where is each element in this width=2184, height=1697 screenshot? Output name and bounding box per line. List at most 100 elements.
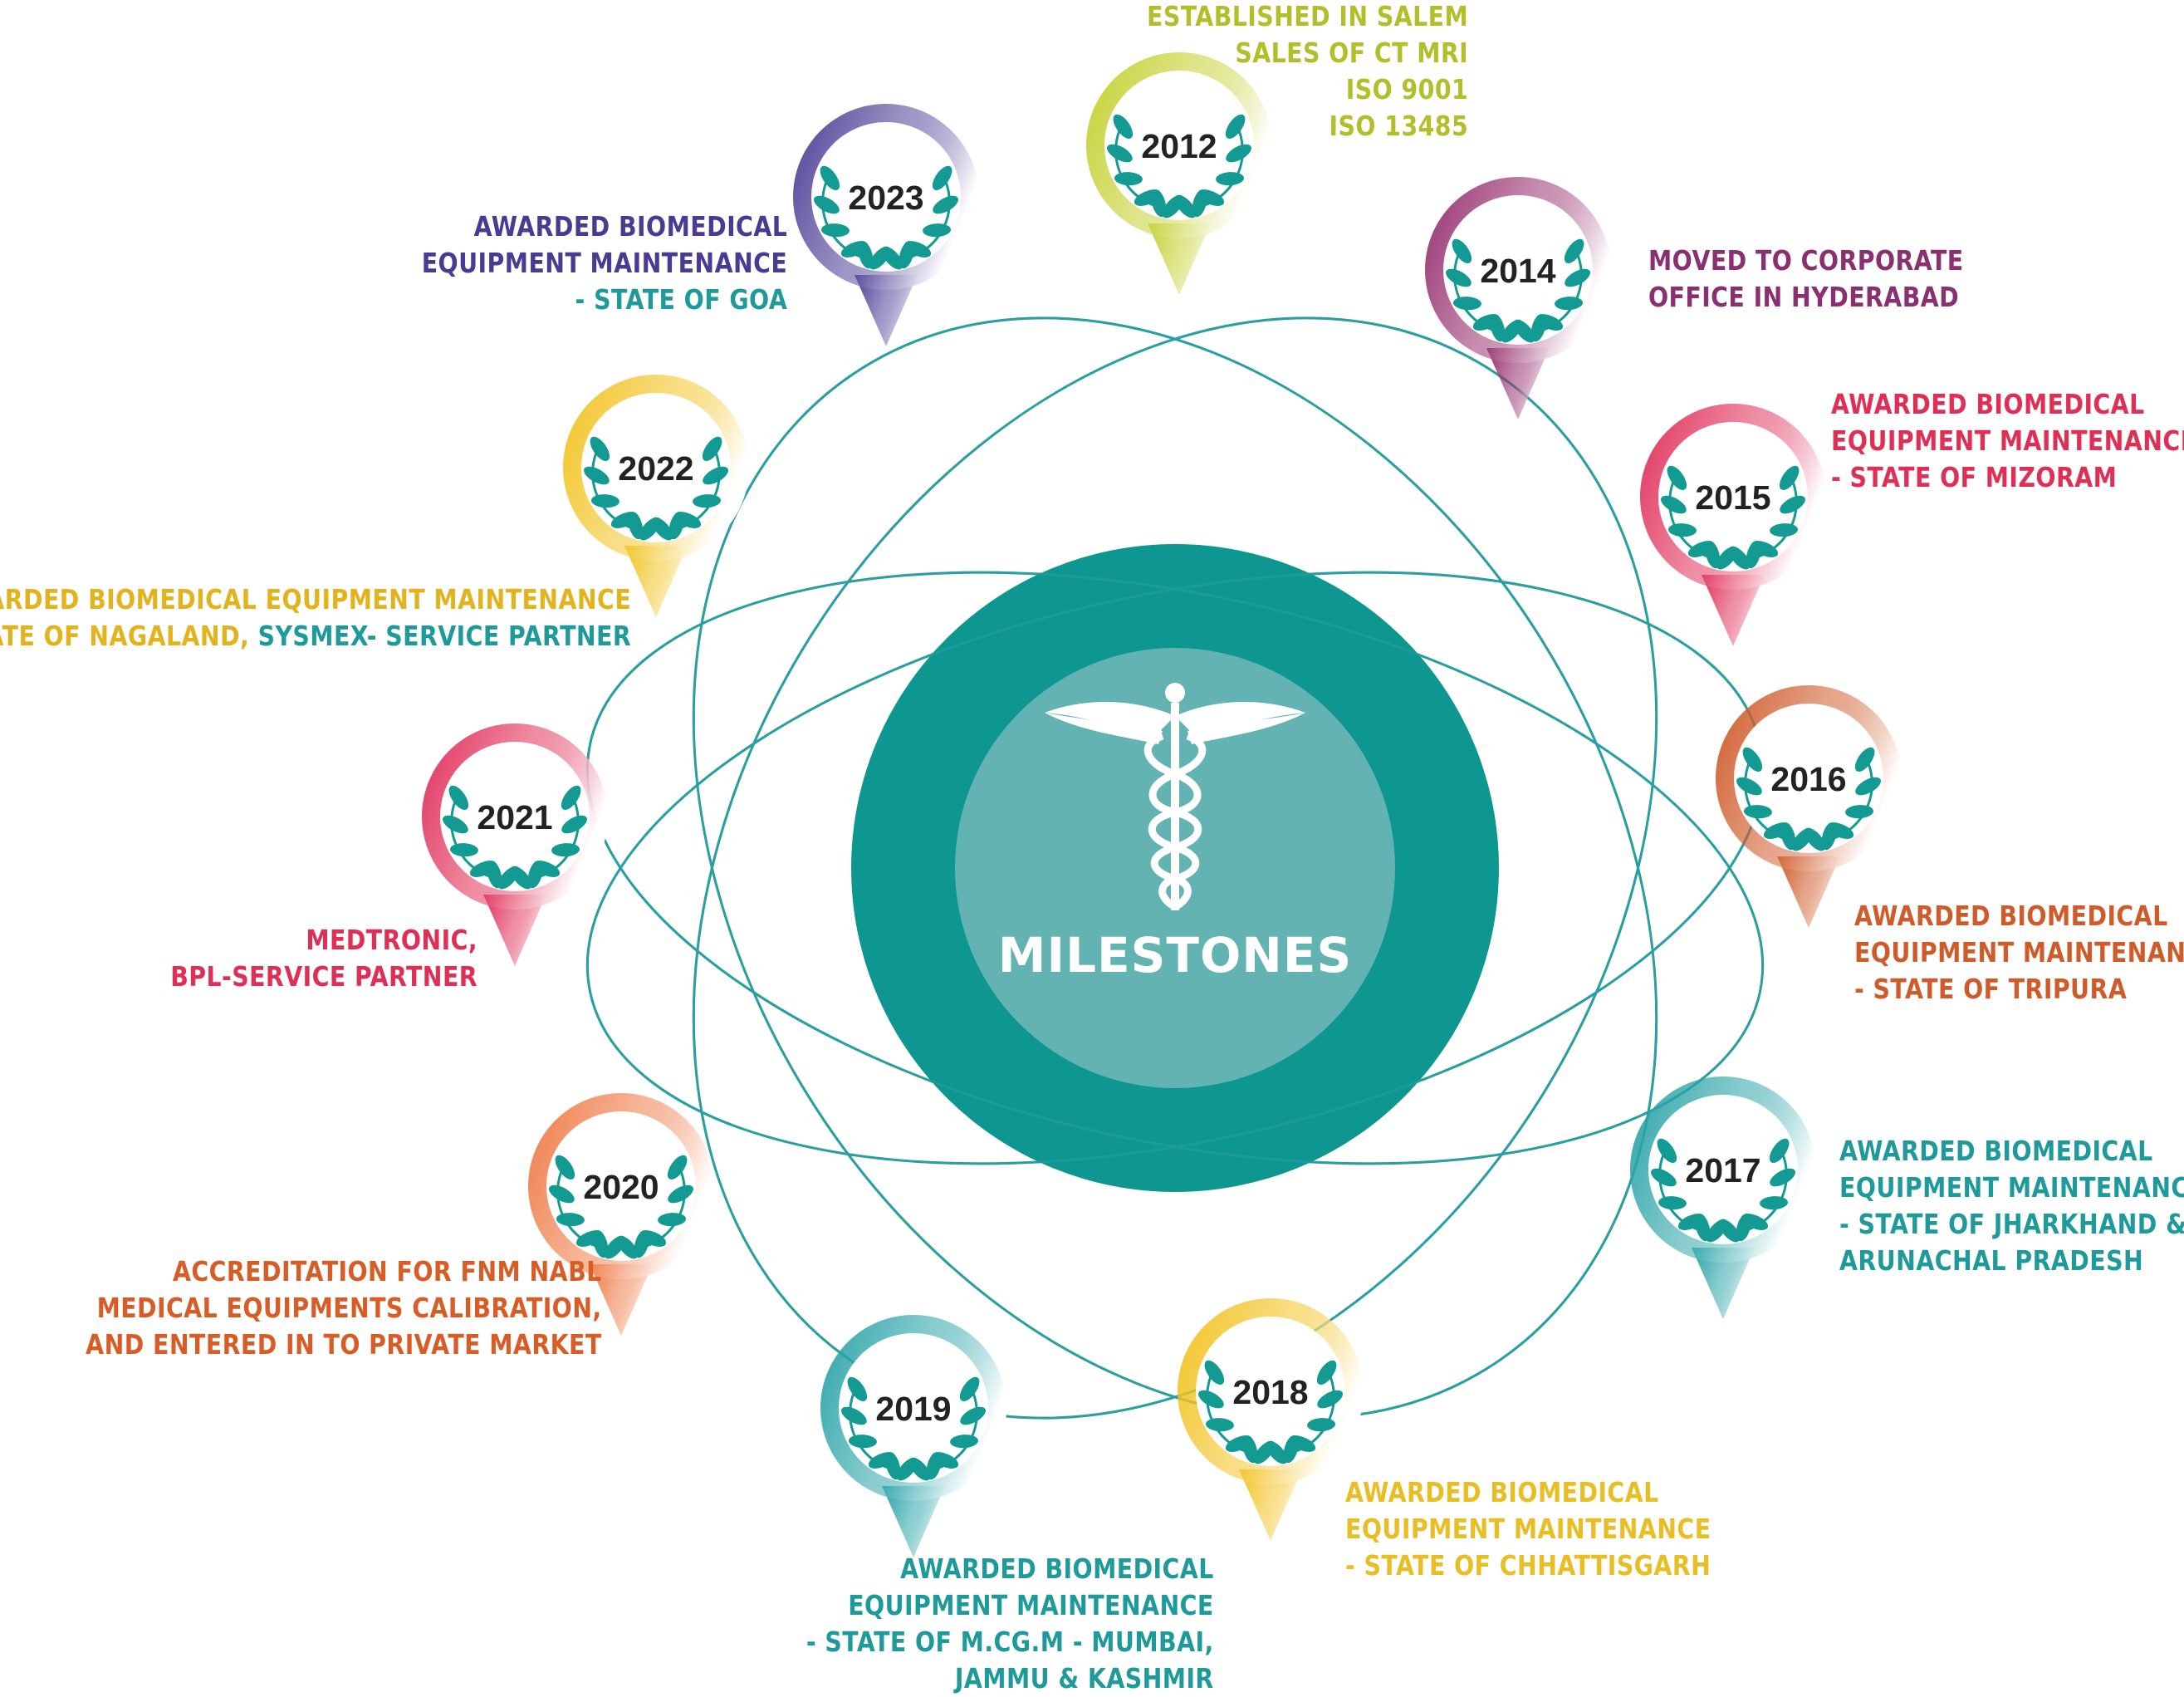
milestone-label-line: EQUIPMENT MAINTENANCE [1854,936,2184,969]
laurel-leaf [1513,319,1535,343]
pin-face [1658,422,1808,571]
milestone-label-line: ARUNACHAL PRADESH [1839,1244,2144,1277]
milestone-label-line: ISO 9001 [1345,73,1468,105]
laurel-leaf [1564,238,1584,264]
laurel-leaf [1113,114,1134,140]
laurel-leaf [561,815,587,834]
laurel-leaf [1266,1440,1288,1464]
laurel-leaf [533,861,561,877]
milestone-label-2022: AWARDED BIOMEDICAL EQUIPMENT MAINTENANCE… [0,581,631,655]
laurel-leaf [1705,541,1721,569]
milestone-label-line: OFFICE IN HYDERABAD [1648,281,1960,313]
milestone-pin-2017: 2017 [1630,1077,1816,1319]
milestone-label-line: SALES OF CT MRI [1235,37,1468,69]
laurel-stem [632,1170,686,1251]
laurel-leaf [443,815,468,834]
milestone-label-line: EQUIPMENT MAINTENANCE [421,247,787,279]
laurel-leaf [1204,1360,1225,1386]
pin-tail [1486,348,1550,419]
pin-tail [624,546,688,617]
laurel-leaf [1804,827,1826,851]
milestone-label-line: - STATE OF MIZORAM [1831,461,2118,493]
milestone-label-line: AWARDED BIOMEDICAL [1345,1476,1659,1508]
pin-face [811,122,961,272]
pin-face [1104,71,1254,220]
milestone-label-line: - STATE OF NAGALAND, SYSMEX- SERVICE PAR… [0,618,631,655]
laurel-leaf [1226,144,1251,163]
laurel-leaf [1695,1214,1711,1242]
pin-face [1196,1317,1345,1466]
laurel-stem [1529,254,1583,335]
milestone-label-line: AND ENTERED IN TO PRIVATE MARKET [86,1328,602,1361]
pin-face [1648,1095,1798,1244]
pin-face [440,742,590,891]
laurel-stem [667,452,721,532]
laurel-leaf [510,866,532,890]
milestone-year: 2020 [583,1168,659,1206]
laurel-stem [526,801,580,881]
milestone-label-line: MOVED TO CORPORATE [1648,244,1964,277]
pin-tail [882,1486,945,1557]
laurel-leaf [1728,546,1751,570]
laurel-leaf [561,785,581,811]
laurel-leaf [448,785,469,811]
milestone-year: 2012 [1141,127,1217,165]
laurel-leaf [1657,1138,1677,1164]
laurel-leaf [1718,1219,1741,1243]
laurel-leaf [1751,541,1779,557]
pin-face [1734,704,1883,853]
milestone-label-line: - STATE OF GOA [575,283,787,316]
caduceus-icon [1045,683,1305,910]
laurel-leaf [960,1406,986,1425]
laurel-leaf [814,195,840,214]
laurel-leaf [674,512,702,528]
laurel-stem [1658,1154,1712,1234]
laurel-stem [1114,130,1168,210]
laurel-leaf [820,165,840,191]
laurel-leaf [841,1406,867,1425]
laurel-leaf [847,1376,868,1402]
laurel-leaf [651,517,673,541]
laurel-leaf [959,1376,980,1402]
milestone-year: 2014 [1480,252,1555,290]
laurel-leaf [1565,268,1590,287]
laurel-leaf [703,466,728,485]
milestone-year: 2019 [875,1390,951,1428]
center-title: MILESTONES [998,927,1352,983]
laurel-leaf [1651,1168,1677,1187]
laurel-stem [1819,763,1873,843]
milestone-year: 2023 [848,179,923,217]
laurel-leaf [932,1452,959,1469]
milestone-label-line: EQUIPMENT MAINTENANCE [848,1589,1214,1621]
laurel-leaf [904,241,932,257]
laurel-leaf [1446,268,1472,287]
laurel-leaf [1289,1435,1316,1452]
laurel-leaf [1317,1390,1343,1409]
milestone-label-2014: MOVED TO CORPORATE OFFICE IN HYDERABAD [1648,243,1964,316]
milestone-label-line: ISO 13485 [1329,110,1468,142]
milestone-year: 2015 [1695,478,1770,517]
laurel-leaf [1827,822,1854,839]
milestone-label-2021: MEDTRONIC,BPL-SERVICE PARTNER [170,922,477,995]
milestone-label-line: - STATE OF TRIPURA [1854,973,2128,1005]
laurel-leaf [1661,495,1687,514]
milestone-label-line: MEDTRONIC, [306,924,477,956]
milestone-pin-2015: 2015 [1640,404,1826,646]
laurel-stem [450,801,504,881]
milestone-label-line: - STATE OF CHHATTISGARH [1345,1549,1711,1582]
laurel-leaf [1452,238,1472,264]
laurel-leaf [885,1452,901,1480]
laurel-leaf [702,436,722,462]
milestone-pin-2018: 2018 [1178,1298,1364,1541]
milestone-label-line: ACCREDITATION FOR FNM NABL [173,1255,602,1287]
laurel-stem [556,1170,610,1251]
pin-tail [1777,856,1840,928]
laurel-leaf [593,1230,609,1258]
laurel-leaf [1779,465,1800,491]
